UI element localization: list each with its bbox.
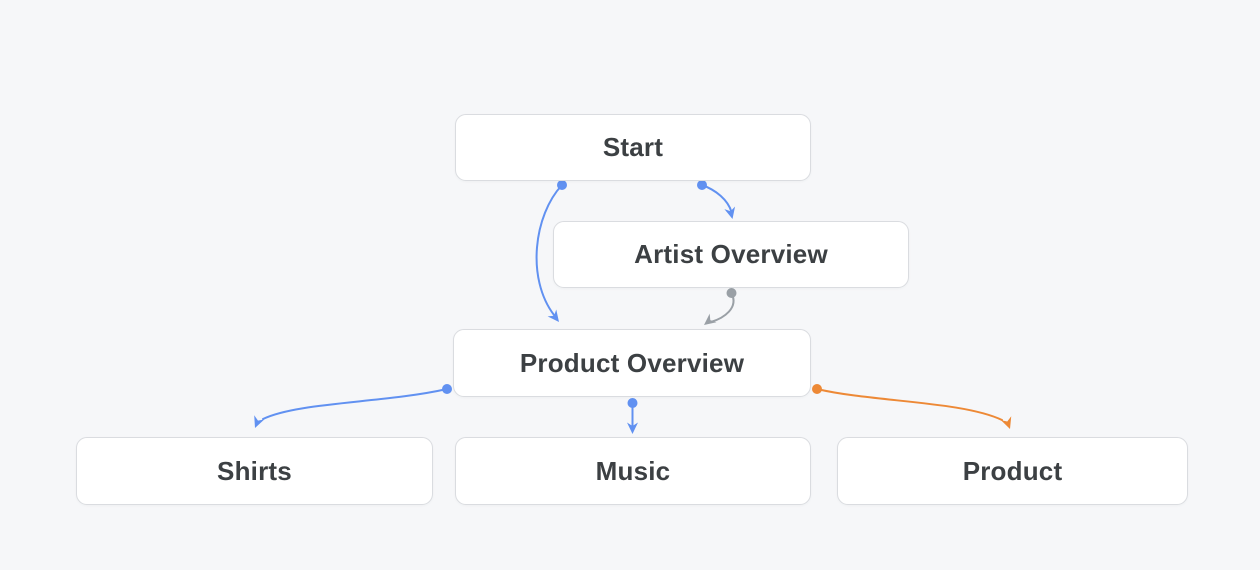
edge-line[interactable] <box>701 184 733 213</box>
node-start[interactable]: Start <box>455 114 811 181</box>
edge-product-overview-to-shirts <box>254 384 452 428</box>
node-label: Start <box>602 132 664 162</box>
node-product-overview[interactable]: Product Overview <box>453 329 811 397</box>
edge-arrowhead-icon <box>254 415 265 428</box>
edge-line[interactable] <box>816 388 1003 421</box>
edge-product-overview-to-music <box>627 398 638 434</box>
node-shirts[interactable]: Shirts <box>76 437 433 505</box>
edge-line[interactable] <box>535 184 563 316</box>
edge-line[interactable] <box>710 292 735 323</box>
edge-line[interactable] <box>262 388 448 420</box>
node-product[interactable]: Product <box>837 437 1188 505</box>
node-music[interactable]: Music <box>455 437 811 505</box>
node-label: Product Overview <box>519 347 745 378</box>
edge-product-overview-to-product <box>812 384 1012 429</box>
edge-arrowhead-icon <box>1000 416 1012 429</box>
node-label: Shirts <box>217 455 292 486</box>
edge-start-to-artist-overview <box>697 180 736 219</box>
node-label: Product <box>962 455 1063 486</box>
node-label: Artist Overview <box>634 239 828 269</box>
node-label: Music <box>595 455 671 486</box>
edge-arrowhead-icon <box>547 309 559 322</box>
node-artist-overview[interactable]: Artist Overview <box>553 221 909 288</box>
edge-artist-overview-to-product-overview <box>704 288 737 325</box>
